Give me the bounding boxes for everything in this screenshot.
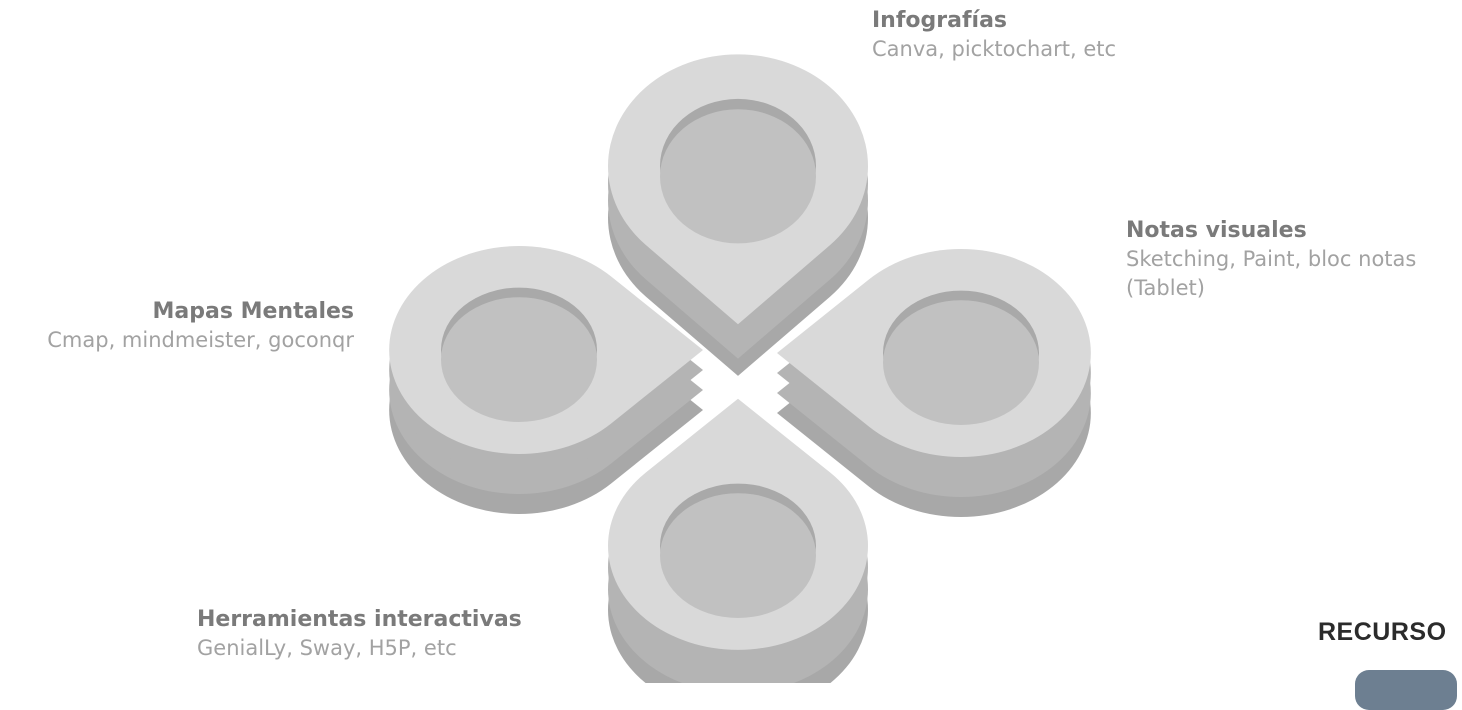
pin-mapas-mentales [389,245,703,514]
pin-infografias [608,54,868,376]
label-infografias: Infografías Canva, picktochart, etc [872,6,1116,64]
label-mapas-mentales: Mapas Mentales Cmap, mindmeister, goconq… [0,297,354,355]
node-title-mapas-mentales: Mapas Mentales [152,299,354,324]
pin-herramientas-interactivas [608,398,868,683]
label-herramientas-interactivas: Herramientas interactivas GenialLy, Sway… [197,605,522,663]
node-title-herramientas-interactivas: Herramientas interactivas [197,607,522,632]
footer-heading: RECURSO [1318,618,1447,646]
node-description-notas-visuales: Sketching, Paint, bloc notas (Tablet) [1126,247,1417,300]
pin-notas-visuales [777,249,1091,517]
node-description-herramientas-interactivas: GenialLy, Sway, H5P, etc [197,636,457,660]
node-title-notas-visuales: Notas visuales [1126,218,1307,243]
node-description-infografias: Canva, picktochart, etc [872,37,1117,61]
diagram-canvas [389,54,1091,683]
node-description-mapas-mentales: Cmap, mindmeister, goconqr [47,328,354,352]
node-title-infografias: Infografías [872,8,1008,33]
label-notas-visuales: Notas visuales Sketching, Paint, bloc no… [1126,216,1456,303]
footer-button[interactable] [1355,670,1457,710]
